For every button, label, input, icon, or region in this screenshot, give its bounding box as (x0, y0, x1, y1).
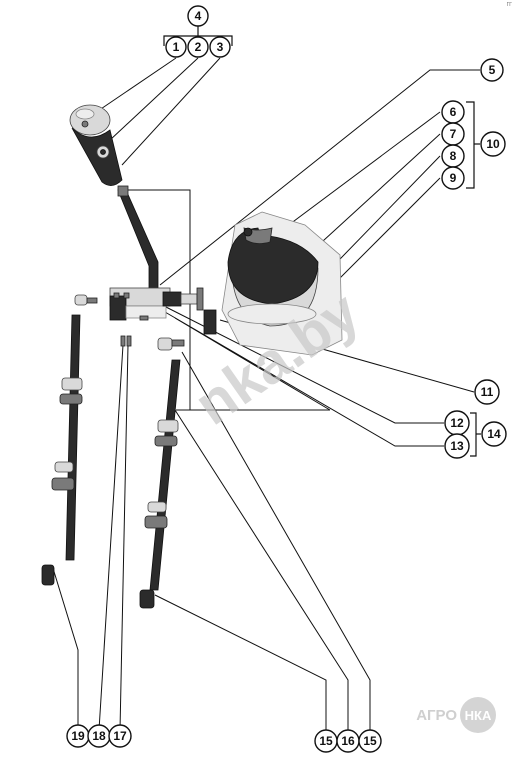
callout-2: 2 (187, 36, 209, 58)
svg-text:4: 4 (195, 9, 202, 23)
svg-text:15: 15 (363, 734, 377, 748)
svg-text:18: 18 (92, 729, 106, 743)
callout-7: 7 (441, 122, 465, 146)
callout-14: 14 (481, 421, 507, 447)
corner-mark: ГГ (506, 2, 512, 8)
shift-lever (117, 185, 159, 293)
svg-text:2: 2 (195, 40, 202, 54)
agronka-logo: АГРО НКА (416, 697, 496, 733)
svg-text:19: 19 (71, 729, 85, 743)
svg-text:5: 5 (489, 63, 496, 77)
callout-5: 5 (480, 58, 504, 82)
svg-text:14: 14 (487, 427, 501, 441)
callout-9: 9 (441, 166, 465, 190)
svg-text:12: 12 (450, 416, 464, 430)
logo-text-left: АГРО (416, 707, 457, 724)
svg-text:6: 6 (450, 105, 457, 119)
svg-text:13: 13 (450, 439, 464, 453)
callout-11: 11 (474, 379, 500, 405)
callout-17: 17 (108, 724, 132, 748)
svg-text:16: 16 (341, 734, 355, 748)
gear-boot-assembly (221, 211, 343, 356)
svg-text:7: 7 (450, 127, 457, 141)
svg-text:11: 11 (481, 385, 494, 399)
svg-text:17: 17 (113, 729, 127, 743)
callout-15-right: 15 (358, 729, 382, 753)
callout-12: 12 (444, 410, 470, 436)
callout-10: 10 (480, 131, 506, 157)
callout-3: 3 (209, 36, 231, 58)
svg-text:15: 15 (319, 734, 333, 748)
right-shift-cable (139, 337, 185, 609)
callout-18: 18 (87, 724, 111, 748)
svg-text:10: 10 (486, 137, 500, 151)
left-shift-cable (41, 294, 98, 586)
callout-8: 8 (441, 144, 465, 168)
logo-text-right: НКА (465, 708, 492, 723)
callout-4: 4 (187, 5, 209, 27)
svg-text:9: 9 (450, 171, 457, 185)
callout-19: 19 (66, 724, 90, 748)
svg-text:8: 8 (450, 149, 457, 163)
callout-6: 6 (441, 100, 465, 124)
callout-1: 1 (165, 36, 187, 58)
lever-base-assembly (109, 287, 217, 335)
callout-16: 16 (336, 729, 360, 753)
svg-text:3: 3 (217, 40, 224, 54)
group-brackets (163, 26, 481, 457)
small-bolts (120, 335, 132, 347)
gear-knob (69, 104, 123, 186)
svg-text:1: 1 (173, 40, 180, 54)
callout-15-left: 15 (314, 729, 338, 753)
callout-13: 13 (444, 433, 470, 459)
